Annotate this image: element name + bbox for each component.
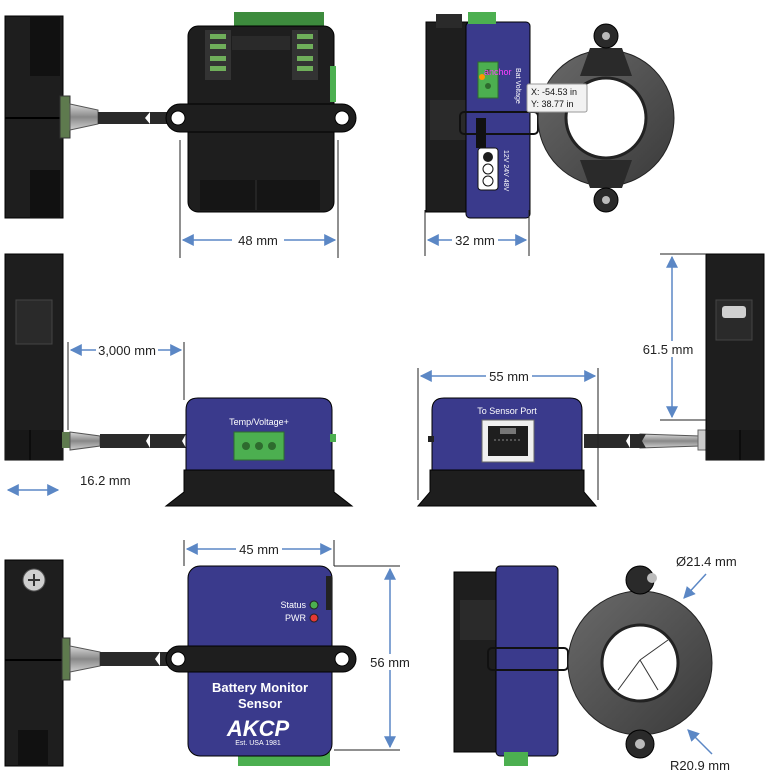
dimension-3000mm-label: 3,000 mm [98, 343, 156, 358]
clamp-side-view-top-left [4, 15, 150, 219]
dimension-3000mm: 3,000 mm [67, 342, 185, 430]
anchor-label: anchor [484, 67, 512, 77]
tooltip-y: Y: 38.77 in [531, 99, 574, 109]
pwr-label: PWR [285, 613, 306, 623]
dimension-16mm-label: 16.2 mm [80, 473, 131, 488]
bat-voltage-label: Bat Voltage [514, 68, 521, 104]
pwr-led [309, 613, 319, 623]
status-label: Status [280, 600, 306, 610]
dimension-45mm: 45 mm [183, 540, 335, 566]
dimension-48mm-label: 48 mm [238, 233, 278, 248]
dimension-48mm: 48 mm [179, 140, 339, 258]
sensor-with-clamp-side-view: Bat Voltage anchor 12V 24V 48V [425, 12, 675, 219]
brand-logo: AKCP [226, 716, 290, 741]
sensor-body-top-view [150, 12, 357, 213]
clamp-side-view-bottom-left [4, 559, 160, 767]
status-led [309, 600, 319, 610]
dimension-61mm: 61.5 mm [640, 253, 706, 421]
product-name-line1: Battery Monitor [212, 680, 308, 695]
clamp-side-view-middle-right [630, 253, 765, 461]
coordinate-tooltip: X: -54.53 in Y: 38.77 in [526, 83, 588, 113]
dimension-56mm: 56 mm [334, 565, 414, 751]
dimension-56mm-label: 56 mm [370, 655, 410, 670]
dimension-61mm-label: 61.5 mm [643, 342, 694, 357]
sensor-top-view-branded: Status PWR Battery Monitor Sensor AKCP E… [160, 565, 357, 766]
voltages-label: 12V 24V 48V [502, 150, 509, 192]
dimension-diameter-label: Ø21.4 mm [676, 554, 737, 569]
dimension-radius-label: R20.9 mm [670, 758, 730, 773]
dimension-55mm: 55 mm [417, 368, 599, 500]
dimension-32mm-label: 32 mm [455, 233, 495, 248]
dimension-radius: R20.9 mm [670, 729, 730, 773]
sensor-rear-view: To Sensor Port [416, 397, 630, 507]
temp-voltage-label: Temp/Voltage+ [229, 417, 289, 427]
dimension-45mm-label: 45 mm [239, 542, 279, 557]
brand-subtitle: Est. USA 1981 [235, 740, 281, 747]
sensor-front-view: Temp/Voltage+ [150, 397, 354, 507]
tooltip-x: X: -54.53 in [531, 87, 577, 97]
dimension-diameter: Ø21.4 mm [676, 554, 737, 599]
clamp-side-view-middle-left [4, 253, 150, 461]
product-name-line2: Sensor [238, 696, 282, 711]
dimension-16mm: 16.2 mm [6, 473, 131, 496]
dimension-55mm-label: 55 mm [489, 369, 529, 384]
dimension-32mm: 32 mm [424, 210, 530, 256]
sensor-with-clamp-bottom-view [453, 565, 713, 766]
sensor-port-label: To Sensor Port [477, 406, 537, 416]
